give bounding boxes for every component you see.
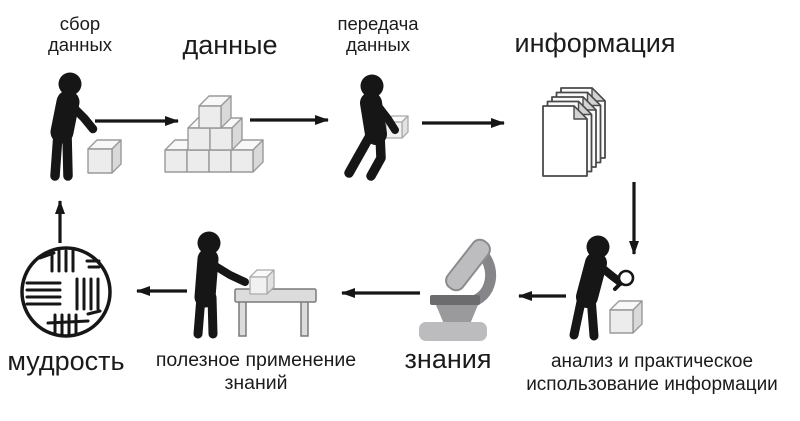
microscope-stage — [430, 295, 480, 305]
person-collecting-icon — [50, 72, 98, 181]
head — [58, 72, 82, 96]
label-data: данные — [182, 30, 278, 60]
magnifier-icon — [613, 269, 635, 291]
label-information: информация — [514, 28, 676, 58]
microscope-body — [436, 305, 478, 324]
label-transfer: передача данных — [337, 13, 419, 55]
label-analysis: анализ и практическое использование инфо… — [526, 351, 778, 395]
label-knowledge: знания — [404, 344, 492, 374]
person-at-table-icon — [193, 231, 317, 339]
cube-icon — [87, 139, 122, 174]
microscope-tube — [445, 238, 491, 292]
tally-circle-icon — [20, 246, 112, 338]
document-page — [542, 105, 588, 177]
microscope-icon — [419, 238, 496, 341]
head — [197, 231, 221, 255]
person-carrying-cube-icon — [344, 74, 399, 181]
flow-arrows — [55, 115, 639, 301]
label-application: полезное применение знаний — [155, 349, 357, 394]
table-top — [234, 288, 317, 303]
cube-icon — [609, 300, 643, 334]
label-wisdom: мудрость — [7, 346, 125, 376]
person-magnifier-icon — [569, 235, 635, 341]
head — [360, 74, 384, 98]
cubes-pile-icon — [164, 95, 264, 173]
microscope-base — [419, 322, 487, 341]
table-leg — [238, 299, 247, 337]
documents-stack-icon — [542, 87, 606, 177]
cube-icon — [249, 269, 275, 295]
label-collect: сбор данных — [47, 13, 113, 55]
table-leg — [300, 299, 309, 337]
